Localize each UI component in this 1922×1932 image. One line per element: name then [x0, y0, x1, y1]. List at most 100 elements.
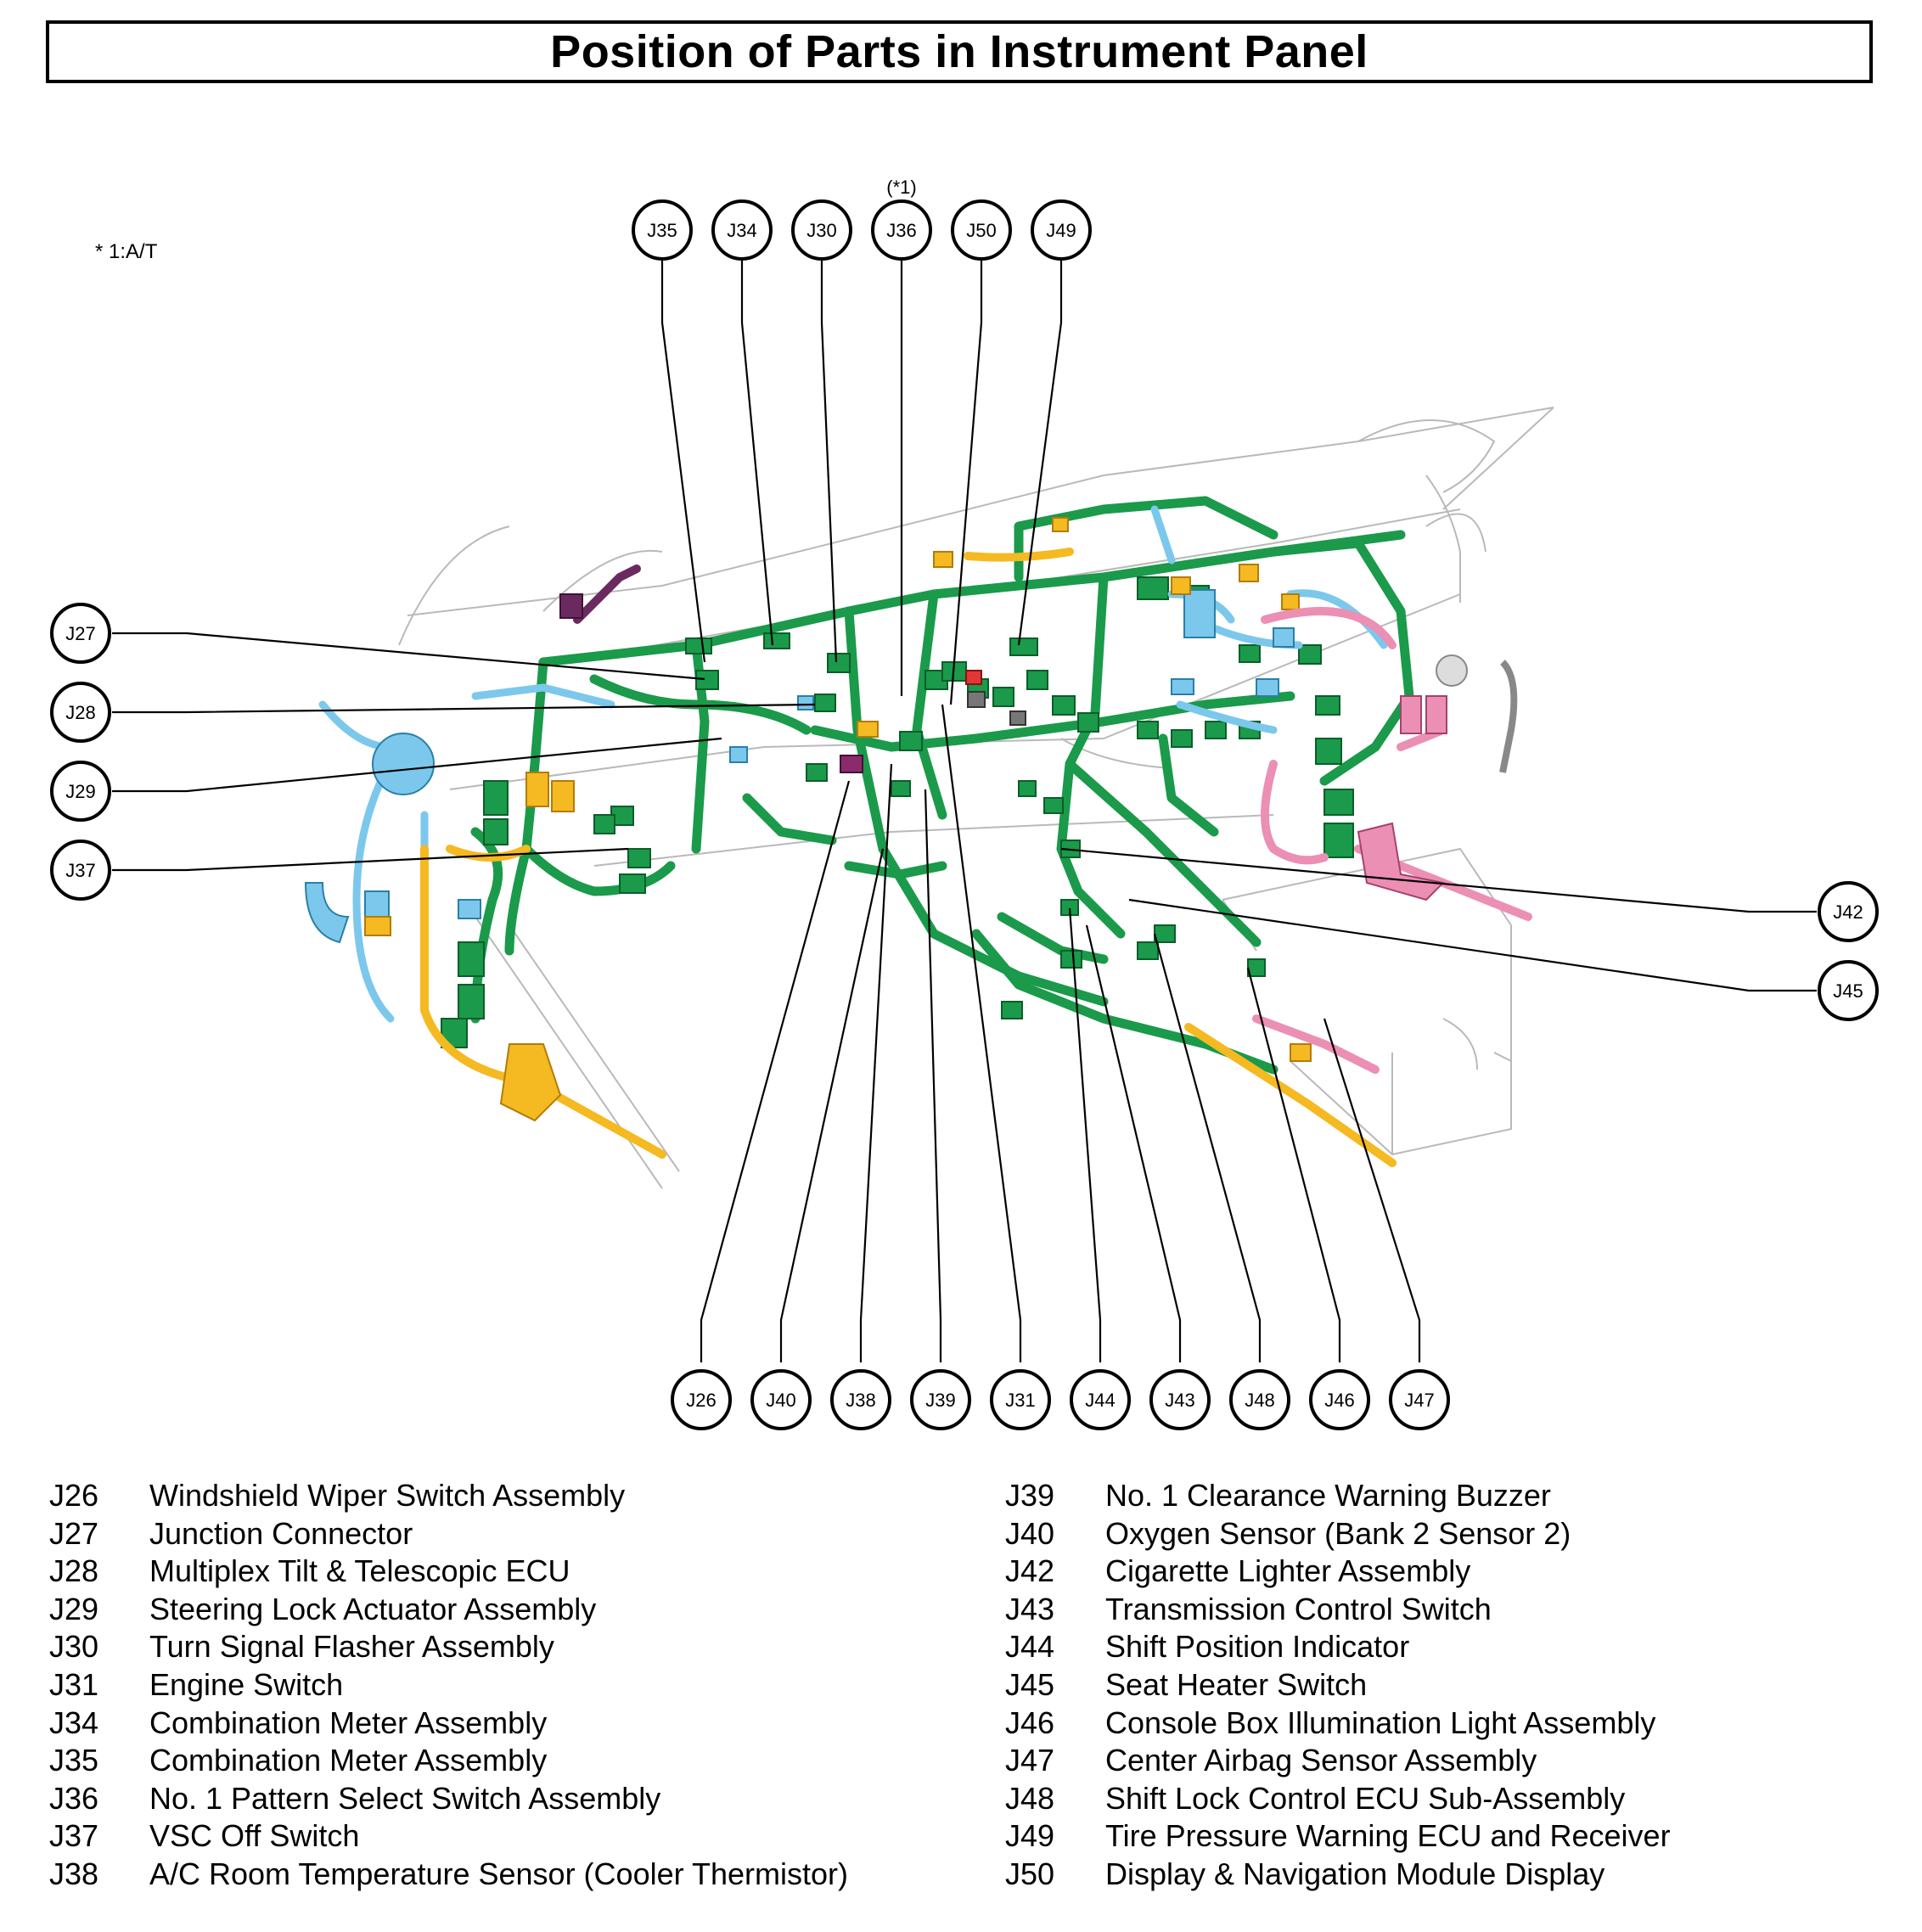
title-box: Position of Parts in Instrument Panel: [46, 20, 1873, 83]
callouts: J35 J34 J30 J36 J50 J49 J27 J28 J29 J37 …: [50, 199, 1879, 1430]
callout-j28: J28: [50, 682, 111, 743]
callout-j48: J48: [1229, 1369, 1290, 1430]
legend-part-name: Shift Position Indicator: [1105, 1629, 1410, 1665]
legend-row: J34 Combination Meter Assembly: [49, 1705, 848, 1743]
legend-part-name: No. 1 Pattern Select Switch Assembly: [149, 1780, 661, 1816]
legend-part-name: Combination Meter Assembly: [149, 1705, 548, 1740]
legend-code: J50: [1005, 1856, 1055, 1891]
legend-row: J45 Seat Heater Switch: [1005, 1666, 1671, 1705]
legend-code: J36: [49, 1780, 99, 1816]
legend-code: J45: [1005, 1666, 1055, 1702]
legend-code: J49: [1005, 1818, 1055, 1854]
svg-text:J30: J30: [806, 220, 836, 241]
legend-part-name: Turn Signal Flasher Assembly: [149, 1629, 554, 1665]
legend-part-name: Junction Connector: [149, 1515, 413, 1551]
callout-j35: J35: [632, 199, 693, 261]
legend-code: J28: [49, 1553, 99, 1589]
legend-part-name: Steering Lock Actuator Assembly: [149, 1591, 597, 1626]
legend-part-name: Cigarette Lighter Assembly: [1105, 1553, 1471, 1589]
callout-j46: J46: [1309, 1369, 1370, 1430]
svg-text:J36: J36: [886, 220, 916, 241]
legend-row: J42 Cigarette Lighter Assembly: [1005, 1553, 1671, 1591]
svg-text:J50: J50: [966, 220, 996, 241]
legend-part-name: Oxygen Sensor (Bank 2 Sensor 2): [1105, 1515, 1571, 1551]
connector-blocks: [441, 576, 1354, 1048]
svg-text:J47: J47: [1404, 1390, 1434, 1411]
legend-row: J29 Steering Lock Actuator Assembly: [49, 1591, 848, 1629]
legend-row: J39 No. 1 Clearance Warning Buzzer: [1005, 1477, 1671, 1515]
svg-text:J29: J29: [65, 781, 95, 802]
leader-lines: [112, 253, 1817, 1362]
legend-code: J31: [49, 1666, 99, 1702]
svg-text:J42: J42: [1833, 901, 1863, 923]
svg-text:J28: J28: [65, 702, 95, 723]
legend-part-name: Multiplex Tilt & Telescopic ECU: [149, 1553, 570, 1589]
callout-j37: J37: [50, 840, 111, 901]
legend-row: J44 Shift Position Indicator: [1005, 1628, 1671, 1666]
callout-j50: J50: [951, 199, 1012, 261]
legend-part-name: Engine Switch: [149, 1666, 344, 1702]
callout-j47: J47: [1389, 1369, 1450, 1430]
legend-code: J29: [49, 1591, 99, 1626]
svg-text:J27: J27: [65, 623, 95, 644]
legend-code: J48: [1005, 1780, 1055, 1816]
callout-j29: J29: [50, 761, 111, 822]
instrument-panel-diagram: (*1) J35 J34 J30 J36 J50 J49 J27 J28 J29…: [50, 177, 1879, 1430]
legend-row: J30 Turn Signal Flasher Assembly: [49, 1628, 848, 1666]
legend-part-name: No. 1 Clearance Warning Buzzer: [1105, 1478, 1551, 1513]
legend-code: J43: [1005, 1591, 1055, 1626]
svg-text:J49: J49: [1046, 220, 1076, 241]
legend-code: J38: [49, 1856, 99, 1891]
svg-text:J38: J38: [846, 1390, 875, 1411]
legend-part-name: VSC Off Switch: [149, 1818, 360, 1854]
callout-j34: J34: [711, 199, 773, 261]
callout-j27: J27: [50, 603, 111, 664]
footnote: * 1:A/T: [95, 240, 158, 263]
blue-connectors: [304, 589, 1295, 944]
legend-row: J36 No. 1 Pattern Select Switch Assembly: [49, 1780, 848, 1818]
legend-part-name: Seat Heater Switch: [1105, 1666, 1368, 1702]
legend-code: J46: [1005, 1705, 1055, 1740]
legend-code: J39: [1005, 1478, 1055, 1513]
callout-j39: J39: [910, 1369, 971, 1430]
legend-code: J42: [1005, 1553, 1055, 1589]
callout-j43: J43: [1149, 1369, 1211, 1430]
legend-code: J34: [49, 1705, 99, 1740]
legend-row: J43 Transmission Control Switch: [1005, 1591, 1671, 1629]
legend-row: J46 Console Box Illumination Light Assemb…: [1005, 1705, 1671, 1743]
legend-part-name: Windshield Wiper Switch Assembly: [149, 1478, 626, 1513]
legend-row: J28 Multiplex Tilt & Telescopic ECU: [49, 1553, 848, 1591]
legend-part-name: Shift Lock Control ECU Sub-Assembly: [1105, 1780, 1626, 1816]
legend-part-name: Console Box Illumination Light Assembly: [1105, 1705, 1656, 1740]
svg-text:J34: J34: [727, 220, 756, 241]
svg-text:J31: J31: [1005, 1390, 1035, 1411]
legend-row: J31 Engine Switch: [49, 1666, 848, 1705]
legend-row: J48 Shift Lock Control ECU Sub-Assembly: [1005, 1780, 1671, 1818]
legend-code: J30: [49, 1629, 99, 1665]
svg-text:J43: J43: [1165, 1390, 1194, 1411]
misc-connectors: [559, 593, 1518, 773]
callout-j40: J40: [750, 1369, 812, 1430]
svg-text:J35: J35: [647, 220, 677, 241]
purple-wire-harness: [573, 564, 641, 624]
orange-connectors: [364, 517, 1312, 1122]
legend-part-name: Transmission Control Switch: [1105, 1591, 1492, 1626]
pink-connectors: [1357, 695, 1447, 901]
callout-j30: J30: [791, 199, 852, 261]
svg-text:J45: J45: [1833, 980, 1863, 1002]
svg-text:J46: J46: [1324, 1390, 1354, 1411]
svg-text:J48: J48: [1245, 1390, 1274, 1411]
legend-code: J47: [1005, 1743, 1055, 1778]
legend-code: J44: [1005, 1629, 1055, 1665]
